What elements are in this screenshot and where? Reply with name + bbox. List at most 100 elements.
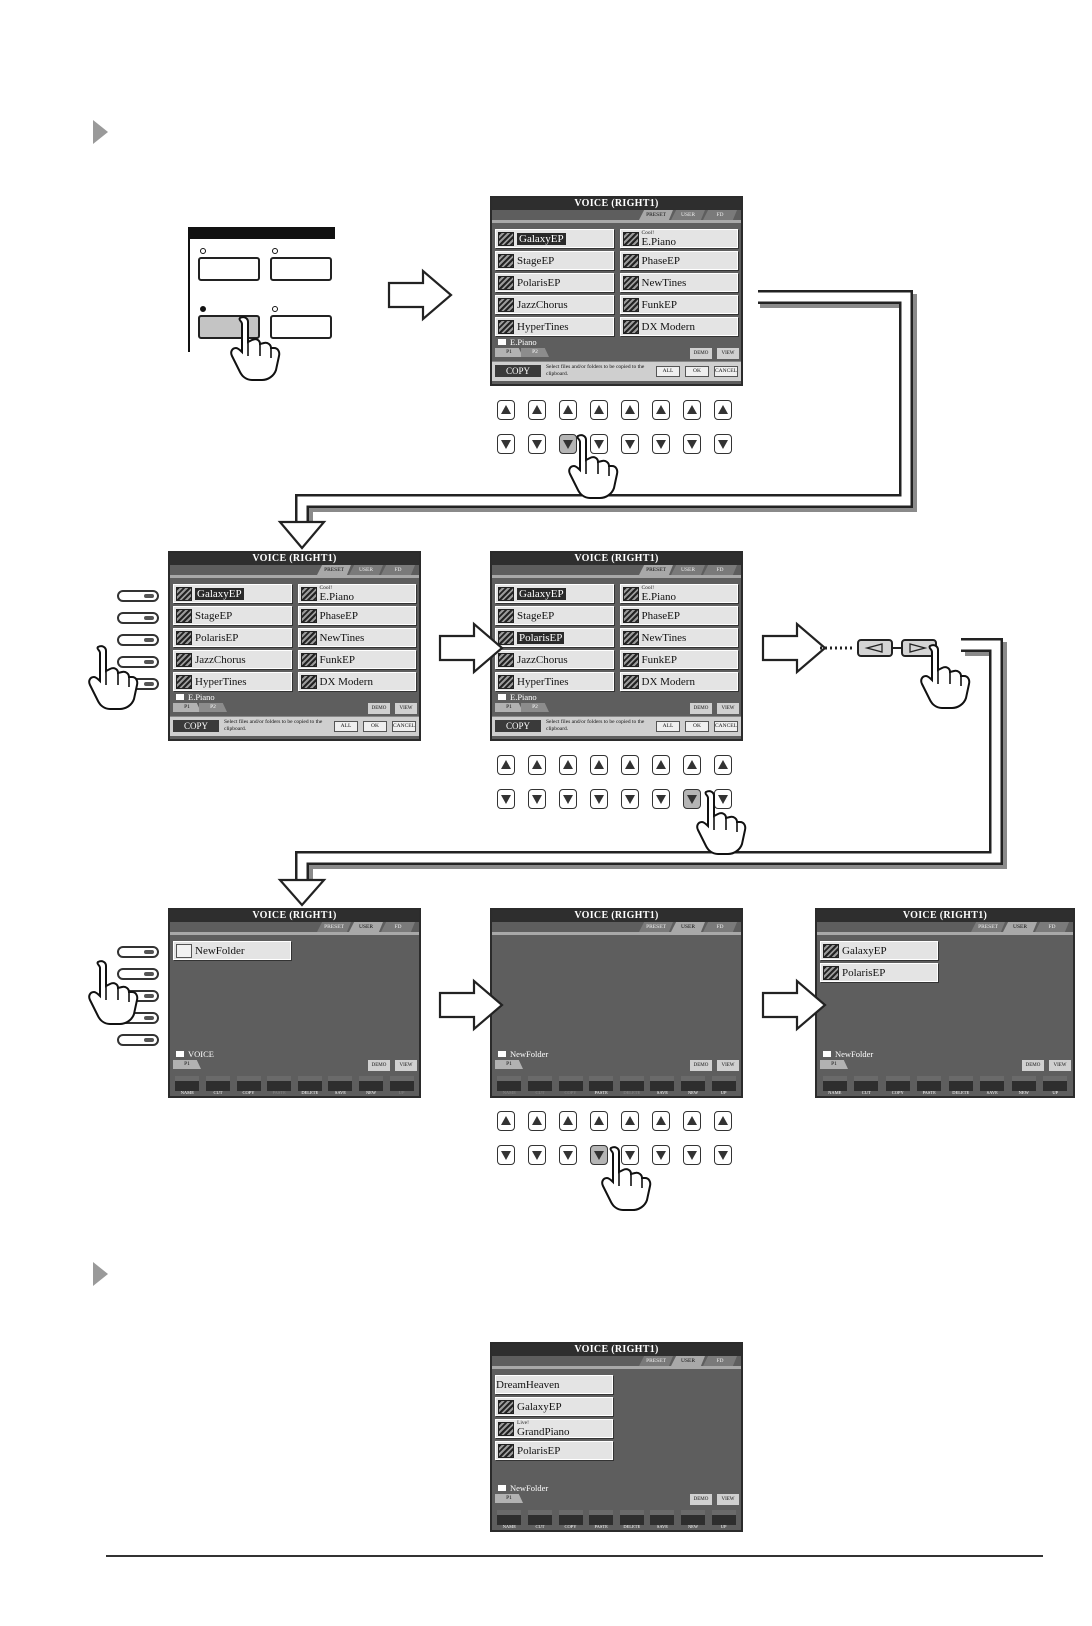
page-tab-p1[interactable]: P1 xyxy=(495,1494,523,1503)
tab-select-button[interactable] xyxy=(117,1034,159,1046)
all-button[interactable]: ALL xyxy=(656,366,680,377)
demo-button[interactable]: DEMO xyxy=(368,1060,390,1071)
save-button[interactable]: SAVE xyxy=(328,1076,353,1095)
tab-select-button[interactable] xyxy=(117,968,159,980)
file-item[interactable]: DX Modern xyxy=(619,672,738,691)
demo-button[interactable]: DEMO xyxy=(1022,1060,1044,1071)
file-item[interactable]: StageEP xyxy=(173,606,292,625)
up-button[interactable] xyxy=(683,1111,701,1131)
tab-user[interactable]: USER xyxy=(671,210,705,220)
tab-preset[interactable]: PRESET xyxy=(639,922,673,932)
cut-button[interactable]: CUT xyxy=(527,1510,552,1529)
tab-preset[interactable]: PRESET xyxy=(317,922,351,932)
ok-button[interactable]: OK xyxy=(685,721,709,732)
view-button[interactable]: VIEW xyxy=(717,1060,739,1071)
down-button[interactable] xyxy=(714,1145,732,1165)
view-button[interactable]: VIEW xyxy=(717,348,739,359)
tab-fd[interactable]: FD xyxy=(1035,922,1069,932)
panel-button-pressed[interactable] xyxy=(198,315,260,339)
file-item[interactable]: Live!GrandPiano xyxy=(495,1419,613,1438)
file-item[interactable]: Cool!E.Piano xyxy=(297,584,416,603)
page-tab-p2[interactable]: P2 xyxy=(521,703,549,712)
paste-button[interactable]: PASTE xyxy=(917,1076,942,1095)
file-item[interactable]: NewTines xyxy=(619,628,738,647)
view-button[interactable]: VIEW xyxy=(717,1494,739,1505)
tab-preset[interactable]: PRESET xyxy=(639,565,673,575)
down-button[interactable] xyxy=(621,789,639,809)
down-button[interactable] xyxy=(559,789,577,809)
tab-select-button[interactable] xyxy=(117,612,159,624)
view-button[interactable]: VIEW xyxy=(1049,1060,1071,1071)
cancel-button[interactable]: CANCEL xyxy=(714,366,738,377)
new-button[interactable]: NEW xyxy=(681,1510,706,1529)
down-button[interactable] xyxy=(683,434,701,454)
save-button[interactable]: SAVE xyxy=(650,1076,675,1095)
file-item[interactable]: GalaxyEP xyxy=(495,229,614,248)
file-item[interactable]: PolarisEP xyxy=(495,273,614,292)
file-item[interactable]: GalaxyEP xyxy=(495,1397,613,1416)
down-button[interactable] xyxy=(497,434,515,454)
file-item[interactable]: JazzChorus xyxy=(495,650,614,669)
down-button[interactable] xyxy=(683,1145,701,1165)
paste-button[interactable]: PASTE xyxy=(589,1510,614,1529)
tab-select-button[interactable] xyxy=(117,946,159,958)
ok-button[interactable]: OK xyxy=(685,366,709,377)
save-button[interactable]: SAVE xyxy=(650,1510,675,1529)
up-button[interactable] xyxy=(621,1111,639,1131)
name-button[interactable]: NAME xyxy=(497,1510,522,1529)
up-button[interactable] xyxy=(652,1111,670,1131)
file-item[interactable]: StageEP xyxy=(495,606,614,625)
up-button[interactable] xyxy=(714,755,732,775)
up-button[interactable] xyxy=(652,755,670,775)
tab-user[interactable]: USER xyxy=(349,565,383,575)
file-item[interactable]: PolarisEP xyxy=(820,963,938,982)
tab-preset[interactable]: PRESET xyxy=(971,922,1005,932)
file-item[interactable]: PolarisEP xyxy=(173,628,292,647)
down-button[interactable] xyxy=(497,1145,515,1165)
tab-fd[interactable]: FD xyxy=(703,565,737,575)
up-button[interactable] xyxy=(652,400,670,420)
file-item[interactable]: HyperTines xyxy=(495,672,614,691)
file-item[interactable]: PhaseEP xyxy=(297,606,416,625)
new-button[interactable]: NEW xyxy=(1011,1076,1036,1095)
demo-button[interactable]: DEMO xyxy=(690,1060,712,1071)
file-item[interactable]: PhaseEP xyxy=(619,251,738,270)
file-item[interactable]: FunkEP xyxy=(619,650,738,669)
up-button[interactable] xyxy=(497,1111,515,1131)
file-item[interactable]: NewTines xyxy=(297,628,416,647)
up-button[interactable] xyxy=(497,755,515,775)
tab-fd[interactable]: FD xyxy=(703,922,737,932)
up-button[interactable] xyxy=(683,755,701,775)
up-button[interactable] xyxy=(683,400,701,420)
down-button[interactable] xyxy=(714,434,732,454)
panel-button[interactable] xyxy=(270,257,332,281)
file-item[interactable]: PolarisEP xyxy=(495,628,614,647)
page-tab-p1[interactable]: P1 xyxy=(495,703,523,712)
view-button[interactable]: VIEW xyxy=(395,703,417,714)
file-item[interactable]: GalaxyEP xyxy=(820,941,938,960)
page-tab-p2[interactable]: P2 xyxy=(521,348,549,357)
file-item[interactable]: DX Modern xyxy=(619,317,738,336)
file-item[interactable]: PolarisEP xyxy=(495,1441,613,1460)
ok-button[interactable]: OK xyxy=(363,721,387,732)
copy-button[interactable]: COPY xyxy=(558,1076,583,1095)
file-item[interactable]: NewTines xyxy=(619,273,738,292)
paste-button[interactable]: PASTE xyxy=(589,1076,614,1095)
up-button[interactable] xyxy=(528,755,546,775)
up-button[interactable] xyxy=(590,755,608,775)
tab-preset[interactable]: PRESET xyxy=(317,565,351,575)
file-item[interactable]: JazzChorus xyxy=(495,295,614,314)
demo-button[interactable]: DEMO xyxy=(368,703,390,714)
page-tab-p1[interactable]: P1 xyxy=(173,703,201,712)
tab-select-button[interactable] xyxy=(117,590,159,602)
file-item[interactable]: DX Modern xyxy=(297,672,416,691)
demo-button[interactable]: DEMO xyxy=(690,348,712,359)
tab-select-button[interactable] xyxy=(117,656,159,668)
page-tab-p1[interactable]: P1 xyxy=(173,1060,201,1069)
page-tab-p1[interactable]: P1 xyxy=(495,348,523,357)
down-button-pressed[interactable] xyxy=(683,789,701,809)
delete-button[interactable]: DELETE xyxy=(619,1076,644,1095)
page-tab-p1[interactable]: P1 xyxy=(495,1060,523,1069)
delete-button[interactable]: DELETE xyxy=(297,1076,322,1095)
name-button[interactable]: NAME xyxy=(822,1076,847,1095)
